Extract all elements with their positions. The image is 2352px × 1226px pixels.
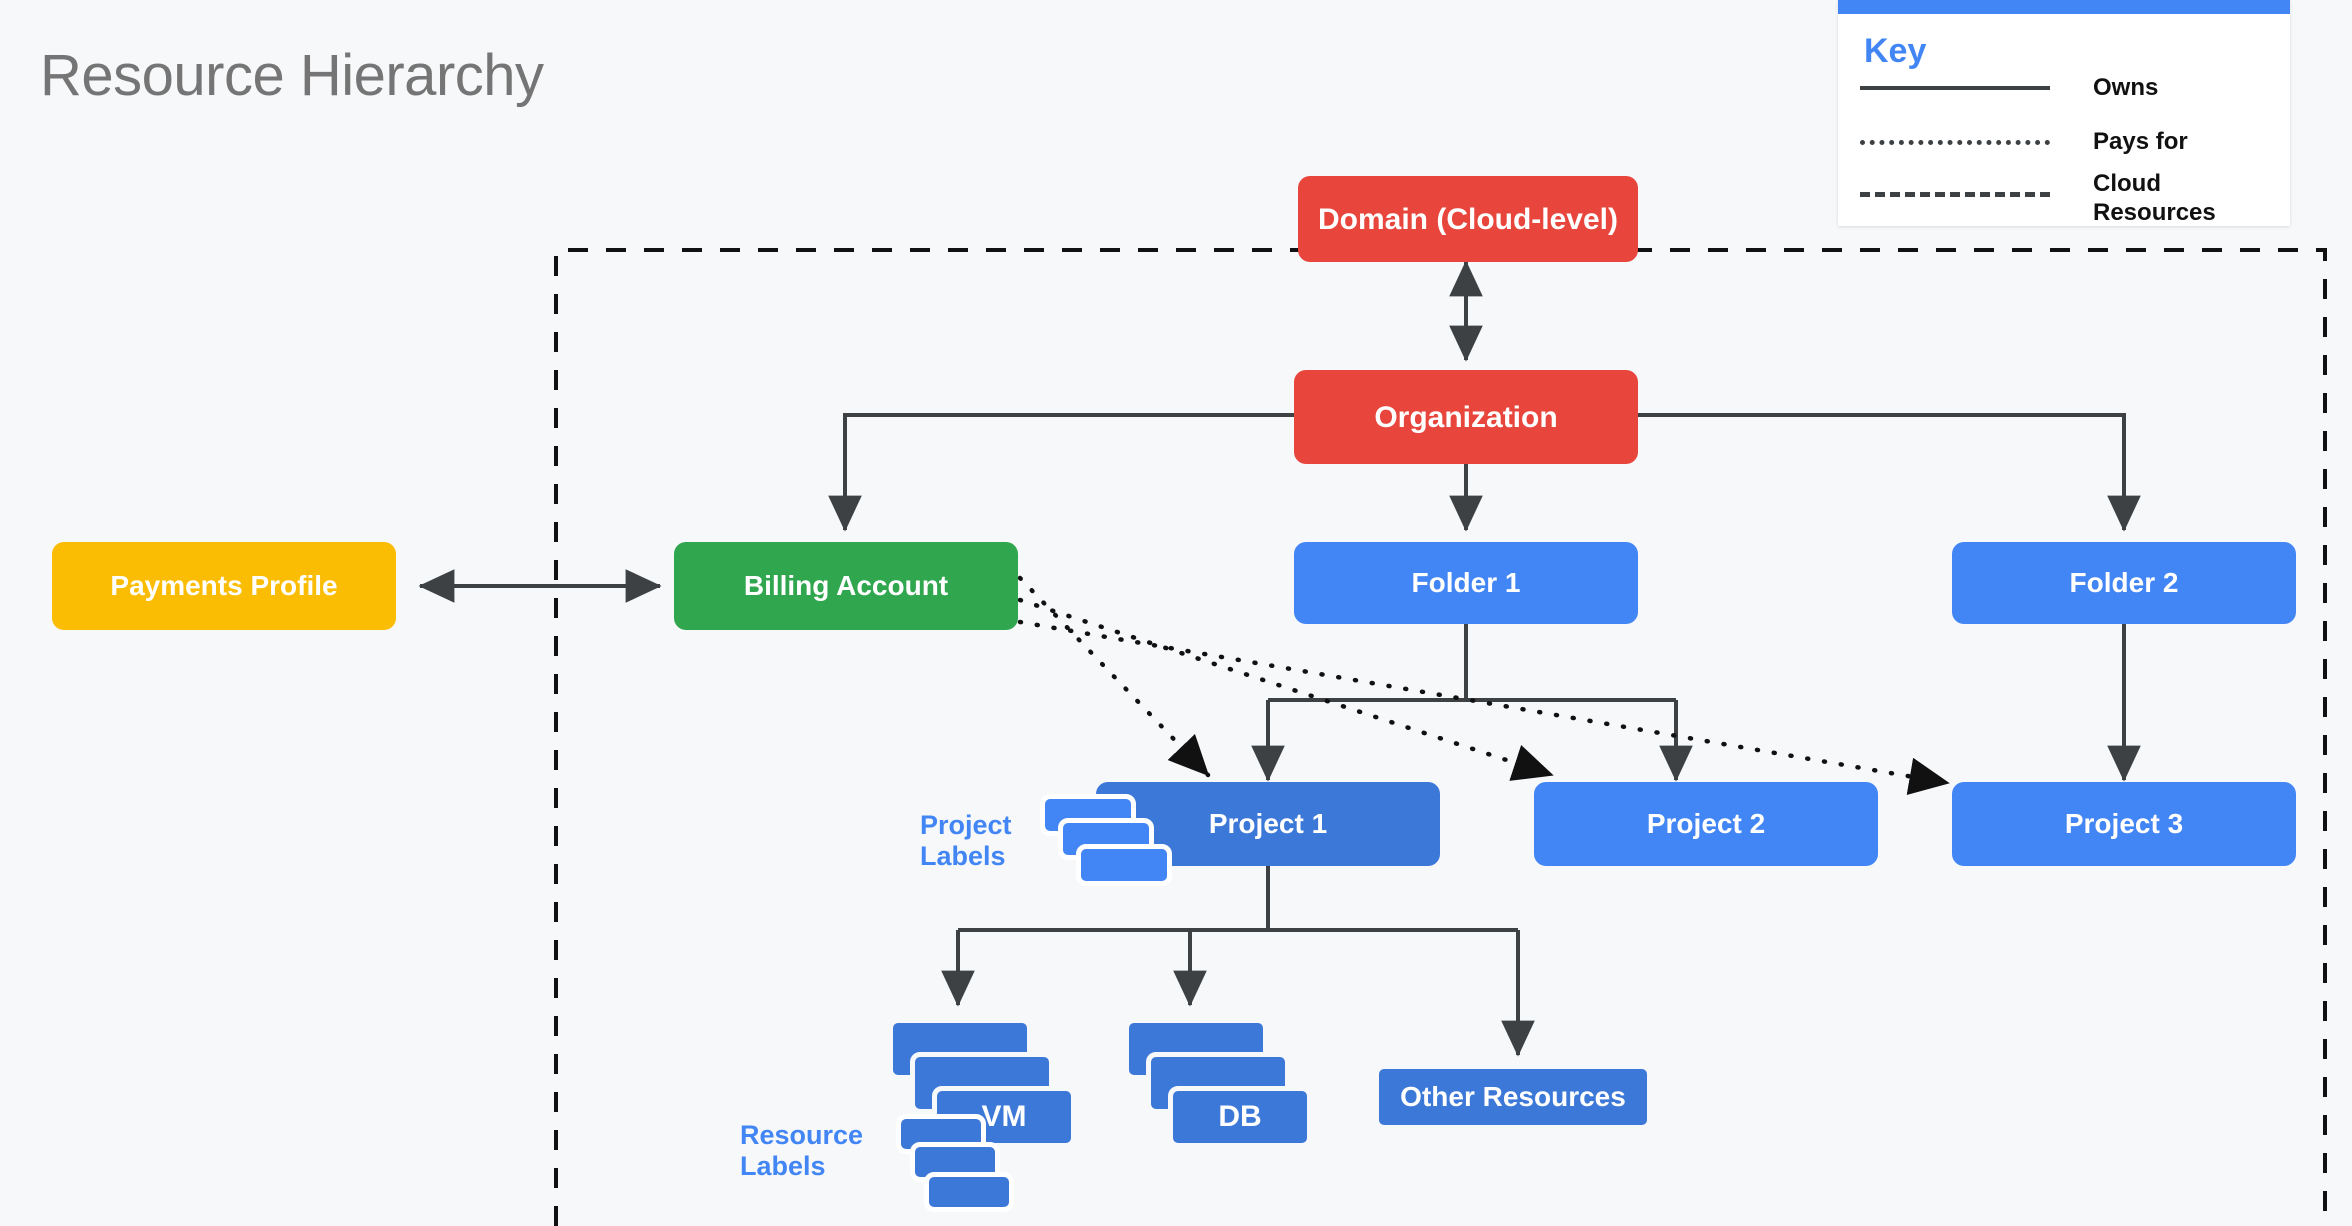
node-folder-2-label: Folder 2 xyxy=(2069,566,2179,598)
resource-label-chip-3 xyxy=(924,1172,1014,1212)
resource-labels-caption: Resource Labels xyxy=(740,1120,864,1182)
node-project-3[interactable]: Project 3 xyxy=(1952,782,2296,866)
project-label-chip-3 xyxy=(1076,844,1172,886)
legend-label-pays-for: Pays for xyxy=(2093,128,2188,155)
legend-line-dashed xyxy=(1860,192,2050,197)
node-project-3-label: Project 3 xyxy=(2064,807,2184,839)
node-project-2[interactable]: Project 2 xyxy=(1534,782,1878,866)
legend-heading: Key xyxy=(1864,32,1927,70)
node-other-resources-label: Other Resources xyxy=(1400,1081,1626,1112)
edge-billing-pays-for xyxy=(1017,575,1951,796)
node-domain-label: Domain (Cloud-level) xyxy=(1317,202,1618,236)
edge-organization-children xyxy=(828,413,2141,532)
node-payments-profile-label: Payments Profile xyxy=(110,569,338,601)
node-domain[interactable]: Domain (Cloud-level) xyxy=(1298,176,1638,262)
node-folder-1[interactable]: Folder 1 xyxy=(1294,542,1638,624)
legend-line-solid xyxy=(1860,86,2050,90)
node-other-resources[interactable]: Other Resources xyxy=(1374,1064,1652,1130)
edge-project1-resources xyxy=(941,866,1535,1057)
node-db[interactable]: DB xyxy=(1168,1086,1312,1148)
legend-label-cloud-resources: Cloud Resources xyxy=(2093,170,2216,226)
legend-label-owns: Owns xyxy=(2093,74,2159,101)
legend-panel: Key Owns Pays for Cloud Resources xyxy=(1838,0,2290,226)
legend-line-dotted xyxy=(1860,140,2050,145)
page-title: Resource Hierarchy xyxy=(40,43,544,108)
node-payments-profile[interactable]: Payments Profile xyxy=(52,542,396,630)
node-folder-2[interactable]: Folder 2 xyxy=(1952,542,2296,624)
legend-accent-bar xyxy=(1838,0,2290,14)
node-project-2-label: Project 2 xyxy=(1646,807,1766,839)
cloud-resources-boundary xyxy=(554,248,2327,1226)
node-billing-account-label: Billing Account xyxy=(743,569,949,601)
project-labels-caption: Project Labels xyxy=(920,810,1012,872)
node-vm-label: VM xyxy=(981,1100,1027,1133)
node-organization[interactable]: Organization xyxy=(1294,370,1638,464)
node-folder-1-label: Folder 1 xyxy=(1411,566,1521,598)
node-organization-label: Organization xyxy=(1374,400,1558,434)
node-billing-account[interactable]: Billing Account xyxy=(674,542,1018,630)
node-db-label: DB xyxy=(1218,1100,1262,1133)
node-project-1-label: Project 1 xyxy=(1208,807,1328,839)
